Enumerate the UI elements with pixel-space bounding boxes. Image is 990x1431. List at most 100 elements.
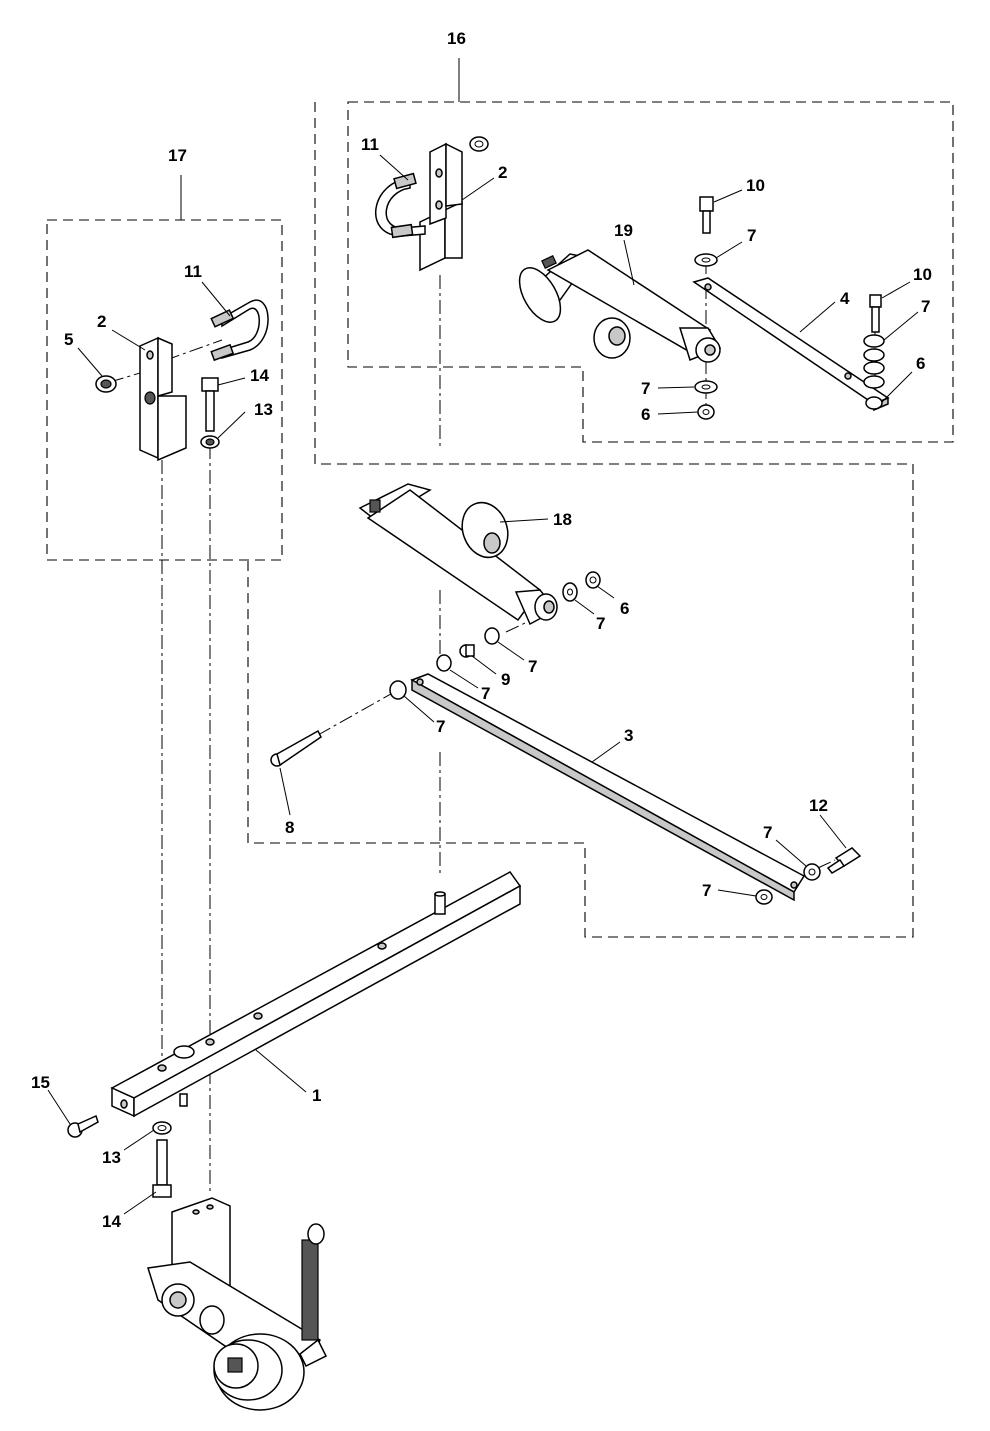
callout-m-7d: 7 xyxy=(436,717,445,736)
leader-a-2 xyxy=(461,177,495,201)
washer-13-bottom xyxy=(152,1121,172,1135)
bracket-16 xyxy=(419,142,463,272)
main-frame-tube-1 xyxy=(110,871,522,1118)
assembly-16-boundary xyxy=(347,101,954,443)
leader-b-11 xyxy=(201,281,231,317)
leader-m-7f xyxy=(717,889,757,897)
leader-m-8 xyxy=(279,767,291,816)
leader-a-7b xyxy=(883,311,919,341)
leader-a-10 xyxy=(713,189,743,203)
washer-right-top xyxy=(803,863,821,881)
leader-m-7d xyxy=(403,695,435,723)
actuator-18 xyxy=(358,483,558,626)
actuator-19 xyxy=(518,249,722,363)
leader-b-13 xyxy=(217,411,246,439)
leader-m-18 xyxy=(499,518,549,523)
link-arm-3 xyxy=(410,673,806,902)
callout-17: 17 xyxy=(168,146,187,165)
leader-m-12 xyxy=(819,814,847,849)
washer-19-lower xyxy=(694,380,718,394)
callout-m-7f: 7 xyxy=(702,881,711,900)
assembly-main-boundary xyxy=(247,102,914,938)
centerline-ubolt-17 xyxy=(165,339,223,361)
leader-a-4 xyxy=(799,301,836,333)
callout-m-8: 8 xyxy=(285,818,294,837)
u-bolt-16 xyxy=(375,172,426,239)
callout-l-15: 15 xyxy=(31,1073,50,1092)
bolt-12 xyxy=(826,847,862,874)
nut-19-lower xyxy=(697,404,715,420)
leader-m-7c xyxy=(449,669,479,689)
nut-5 xyxy=(95,375,117,393)
centerline-bolt-12 xyxy=(817,859,836,869)
leader-m-3 xyxy=(591,741,621,763)
bolt-15 xyxy=(67,1114,99,1138)
bracket-17 xyxy=(139,336,187,462)
callout-a-2: 2 xyxy=(498,163,507,182)
washer-stack-right xyxy=(863,334,885,410)
leader-b-14 xyxy=(217,377,246,386)
bolt-14-bottom xyxy=(152,1139,172,1198)
leader-m-7a xyxy=(574,599,595,615)
bolt-14-top xyxy=(200,377,220,449)
leader-a-6b xyxy=(657,411,699,415)
leader-a-7a xyxy=(715,241,743,259)
leader-l-14 xyxy=(123,1191,157,1215)
leader-m-7e xyxy=(775,839,807,867)
callout-b-13: 13 xyxy=(254,400,273,419)
callout-a-6a: 6 xyxy=(916,354,925,373)
callout-a-7c: 7 xyxy=(641,379,650,398)
leader-m-7b xyxy=(497,641,525,661)
callout-l-13: 13 xyxy=(102,1148,121,1167)
leader-a-6a xyxy=(881,371,913,403)
callout-a-10b: 10 xyxy=(913,265,932,284)
washer-right-bottom xyxy=(755,889,773,905)
callout-a-7a: 7 xyxy=(747,226,756,245)
callout-a-11: 11 xyxy=(361,135,379,154)
callout-l-14: 14 xyxy=(102,1212,121,1231)
washer-18 xyxy=(562,582,578,602)
u-bolt-17 xyxy=(210,299,269,362)
leader-a-10b xyxy=(881,281,911,299)
pin-8 xyxy=(270,729,322,767)
callout-m-7e: 7 xyxy=(763,823,772,842)
callout-a-7b: 7 xyxy=(921,297,930,316)
callout-m-7c: 7 xyxy=(481,684,490,703)
nut-16 xyxy=(469,136,489,152)
leader-m-6 xyxy=(596,585,615,599)
callout-b-14: 14 xyxy=(250,366,269,385)
callout-16: 16 xyxy=(447,29,466,48)
leader-m-9 xyxy=(471,655,497,675)
centerline-pin-8 xyxy=(317,689,399,736)
callout-a-4: 4 xyxy=(840,289,850,308)
callout-m-6: 6 xyxy=(620,599,629,618)
bolt-10-right xyxy=(869,294,882,333)
callout-m-7b: 7 xyxy=(528,657,537,676)
link-arm-4 xyxy=(692,277,890,412)
callout-a-10: 10 xyxy=(746,176,765,195)
callout-l-1: 1 xyxy=(312,1086,321,1105)
leader-a-19 xyxy=(623,239,635,286)
caster-arm-assembly xyxy=(147,1197,328,1411)
bolt-10-top xyxy=(694,196,718,267)
callout-m-18: 18 xyxy=(553,510,572,529)
callout-m-9: 9 xyxy=(501,670,510,689)
callout-b-5: 5 xyxy=(64,330,73,349)
leader-l-1 xyxy=(255,1049,307,1093)
nut-18 xyxy=(585,571,601,589)
leader-l-13 xyxy=(123,1129,155,1151)
leader-a-7c xyxy=(657,386,695,389)
callout-a-19: 19 xyxy=(614,221,633,240)
callout-b-11: 11 xyxy=(184,262,202,281)
callout-m-3: 3 xyxy=(624,726,633,745)
washer-stack-link-3 xyxy=(389,627,500,700)
leader-b-5 xyxy=(77,347,103,377)
callout-m-12: 12 xyxy=(809,796,828,815)
leader-b-2 xyxy=(111,329,146,351)
callout-b-2: 2 xyxy=(97,312,106,331)
leader-l-15 xyxy=(47,1089,71,1125)
callout-a-6b: 6 xyxy=(641,405,650,424)
leader-a-11 xyxy=(379,154,409,181)
callout-m-7a: 7 xyxy=(596,614,605,633)
